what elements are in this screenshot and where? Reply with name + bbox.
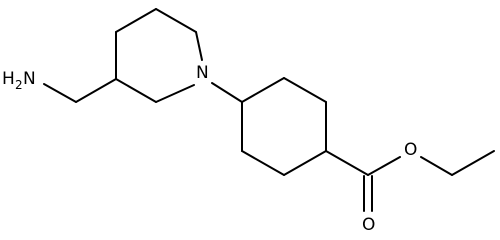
ring-n-label: N bbox=[196, 63, 209, 83]
bond-cy2-cy3 bbox=[283, 77, 327, 103]
amine-h-label: H bbox=[2, 69, 15, 89]
bond-n1-cyclohexyl bbox=[211, 82, 243, 103]
bond-cy4-cy5 bbox=[283, 150, 327, 176]
bond-ch2-ch3 bbox=[451, 150, 495, 176]
bond-carbonyl-c-o bbox=[367, 156, 401, 176]
bond-ch2-c3 bbox=[75, 78, 117, 103]
ester-o-single-label: O bbox=[404, 140, 417, 160]
piperidine-ring bbox=[115, 8, 203, 103]
bond-c2-c3 bbox=[115, 78, 157, 103]
cyclohexane-ring bbox=[241, 77, 327, 176]
ester-o-double-label: O bbox=[362, 215, 375, 235]
amine-label: H 2 N bbox=[2, 69, 36, 92]
bond-cy1-cy2 bbox=[241, 77, 285, 103]
bond-c6-n1 bbox=[195, 31, 203, 61]
bond-cy4-carbonyl-c bbox=[325, 150, 369, 176]
amine-h-count-label: 2 bbox=[15, 78, 23, 92]
bond-c4-c5 bbox=[115, 8, 157, 33]
aminomethyl-group bbox=[43, 78, 117, 103]
bond-c5-c6 bbox=[155, 8, 197, 33]
bond-n1-c2 bbox=[155, 84, 195, 103]
bond-n-ch2 bbox=[43, 83, 77, 103]
bond-o-ch2 bbox=[420, 156, 453, 176]
bond-cy5-cy6 bbox=[241, 150, 285, 176]
ethyl-ester-group bbox=[325, 150, 495, 212]
amine-n-label: N bbox=[23, 69, 36, 89]
